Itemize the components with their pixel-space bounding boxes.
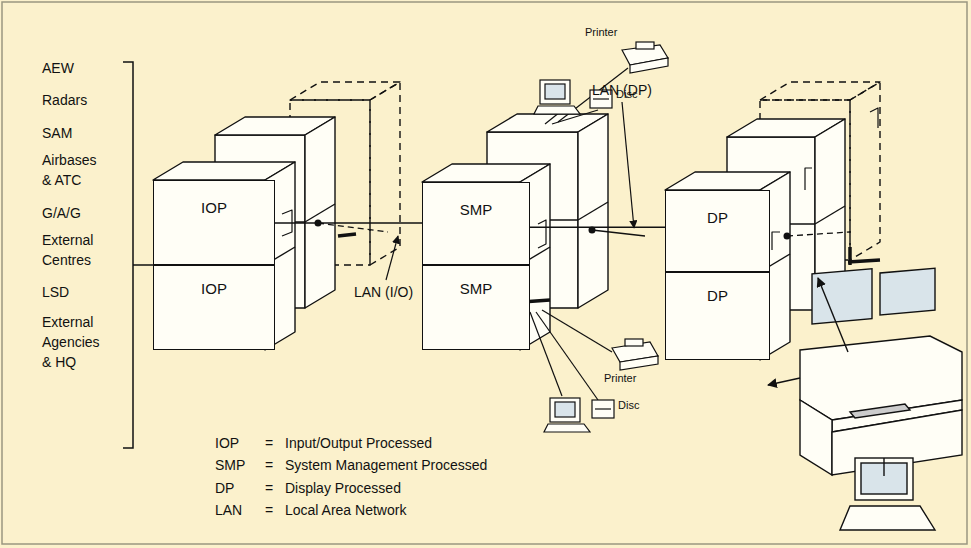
source-bracket: [123, 62, 153, 448]
processor-cabinet: SMP: [422, 265, 530, 350]
cabinet-label: SMP: [423, 201, 529, 219]
key-text: Input/Output Processed: [285, 433, 432, 453]
cabinet-label: IOP: [154, 199, 274, 217]
processor-cabinet: SMP: [422, 182, 530, 265]
key-text: System Management Processed: [285, 455, 487, 475]
key-text: DP: [215, 478, 234, 498]
cabinet-label: DP: [666, 209, 769, 227]
source-label: Airbases & ATC: [42, 150, 104, 190]
cabinet-label: IOP: [154, 280, 274, 298]
device-label: Printer: [585, 26, 617, 39]
key-text: =: [265, 433, 273, 453]
leader-lines: [386, 102, 634, 280]
source-label: External Agencies & HQ: [42, 312, 104, 372]
processor-cabinet: IOP: [153, 265, 275, 350]
key-text: =: [265, 500, 273, 520]
cabinets: [153, 82, 880, 360]
key-text: =: [265, 478, 273, 498]
key-text: IOP: [215, 433, 239, 453]
key-text: Display Processed: [285, 478, 401, 498]
cabinet-label: DP: [666, 287, 769, 305]
device-label: Disc: [616, 88, 637, 101]
key-text: Local Area Network: [285, 500, 406, 520]
processor-cabinet: DP: [665, 272, 770, 360]
source-label: Radars: [42, 90, 87, 110]
source-label: SAM: [42, 123, 72, 143]
device-label: Printer: [604, 372, 636, 385]
source-label: External Centres: [42, 230, 104, 270]
console-links: [768, 278, 848, 385]
network-label: LAN (I/O): [354, 282, 413, 302]
source-label: G/A/G: [42, 203, 81, 223]
source-label: LSD: [42, 282, 69, 302]
operator-console: [800, 268, 962, 530]
key-text: =: [265, 455, 273, 475]
processor-cabinet: IOP: [153, 180, 275, 265]
processor-cabinet: DP: [665, 190, 770, 272]
key-text: SMP: [215, 455, 245, 475]
device-label: Disc: [618, 399, 639, 412]
cabinet-label: SMP: [423, 280, 529, 298]
source-label: AEW: [42, 58, 74, 78]
lan-link: [530, 227, 665, 228]
key-text: LAN: [215, 500, 242, 520]
peripherals: [534, 42, 668, 432]
lan-link: [275, 222, 422, 223]
